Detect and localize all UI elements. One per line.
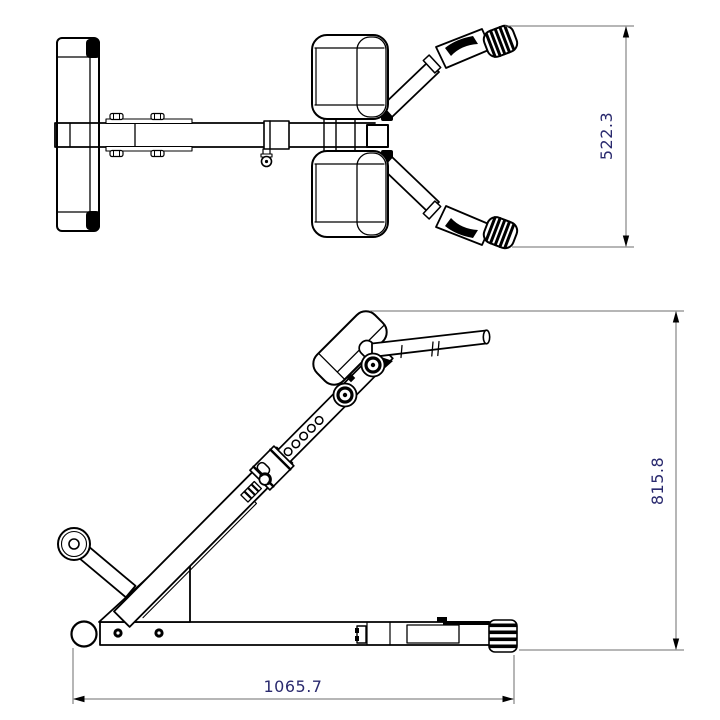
handle-upper-plan [381, 24, 519, 118]
hatch-mark [240, 480, 263, 503]
grip-cap [482, 24, 519, 58]
adjustment-holes [283, 415, 324, 457]
dimension-value: 522.3 [597, 112, 616, 160]
screw-heads [109, 112, 165, 158]
transport-wheel [70, 620, 98, 648]
pads-plan [311, 34, 389, 238]
grip-cap [482, 216, 519, 250]
dimension-side-length: 1065.7 [72, 648, 515, 704]
front-roller [57, 527, 91, 561]
pull-pin-side [256, 461, 272, 486]
pad-side [312, 310, 388, 386]
grip-mark [445, 218, 478, 238]
incline-beam [113, 345, 394, 628]
grip-mark [445, 36, 478, 56]
dimension-side-height: 815.8 [370, 310, 684, 651]
dimension-value: 815.8 [648, 457, 667, 505]
main-beam-plan [54, 109, 393, 168]
handle-lower-plan [381, 156, 519, 250]
dimension-plan-depth: 522.3 [505, 25, 634, 248]
pivot-knobs [332, 352, 386, 408]
side-view [57, 310, 518, 653]
dimension-value: 1065.7 [264, 677, 323, 696]
end-cap [86, 211, 100, 230]
base-fittings [355, 617, 489, 646]
end-cap [86, 39, 100, 58]
rear-foot [488, 619, 518, 653]
base-bolts [113, 628, 164, 638]
pull-pin-plan [260, 148, 273, 168]
top-view [54, 24, 519, 250]
stabilizer-bar [56, 37, 100, 232]
